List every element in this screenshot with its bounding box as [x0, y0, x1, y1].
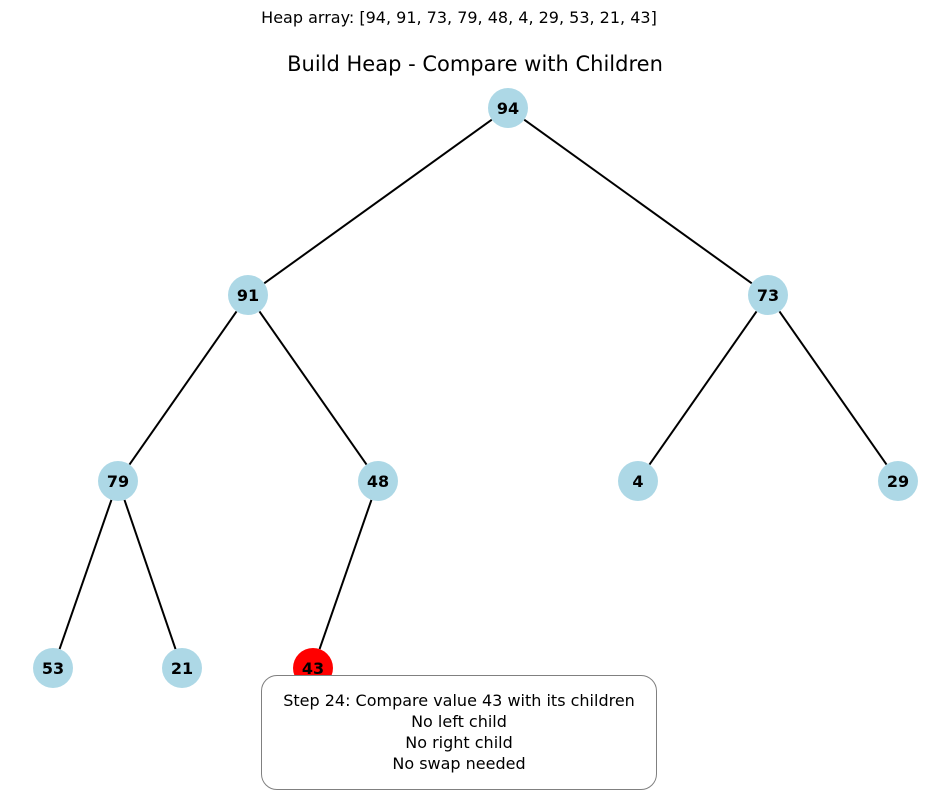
node-value: 4 [632, 472, 643, 491]
step-info-box: Step 24: Compare value 43 with its child… [261, 675, 657, 790]
node-circle [358, 461, 398, 501]
heap-node-4: 4 [618, 461, 658, 501]
node-circle [618, 461, 658, 501]
node-value: 21 [171, 659, 193, 678]
tree-edge [318, 499, 373, 650]
node-value: 91 [237, 286, 259, 305]
node-value: 73 [757, 286, 779, 305]
tree-edge [648, 310, 758, 466]
node-value: 48 [367, 472, 389, 491]
heap-node-53: 53 [33, 648, 73, 688]
tree-edge [123, 499, 177, 650]
tree-edge [258, 310, 368, 466]
diagram-title: Build Heap - Compare with Children [287, 52, 663, 76]
tree-edge [263, 118, 493, 285]
node-value: 29 [887, 472, 909, 491]
heap-node-29: 29 [878, 461, 918, 501]
node-circle [488, 88, 528, 128]
node-value: 43 [302, 659, 324, 678]
heap-node-94: 94 [488, 88, 528, 128]
node-circle [98, 461, 138, 501]
node-circle [878, 461, 918, 501]
heap-node-48: 48 [358, 461, 398, 501]
node-circle [162, 648, 202, 688]
step-line: Step 24: Compare value 43 with its child… [283, 691, 635, 710]
tree-edge [128, 310, 238, 466]
heap-node-21: 21 [162, 648, 202, 688]
node-circle [228, 275, 268, 315]
heap-node-91: 91 [228, 275, 268, 315]
step-line: No left child [411, 712, 507, 731]
tree-edge [58, 499, 113, 650]
heap-array-label: Heap array: [94, 91, 73, 79, 48, 4, 29, … [261, 8, 657, 27]
tree-edge [778, 310, 888, 466]
heap-node-79: 79 [98, 461, 138, 501]
heap-node-73: 73 [748, 275, 788, 315]
node-circle [33, 648, 73, 688]
node-value: 94 [497, 99, 519, 118]
node-value: 79 [107, 472, 129, 491]
node-value: 53 [42, 659, 64, 678]
step-line: No right child [405, 733, 513, 752]
node-circle [748, 275, 788, 315]
step-line: No swap needed [392, 754, 526, 773]
tree-edge [523, 118, 753, 285]
